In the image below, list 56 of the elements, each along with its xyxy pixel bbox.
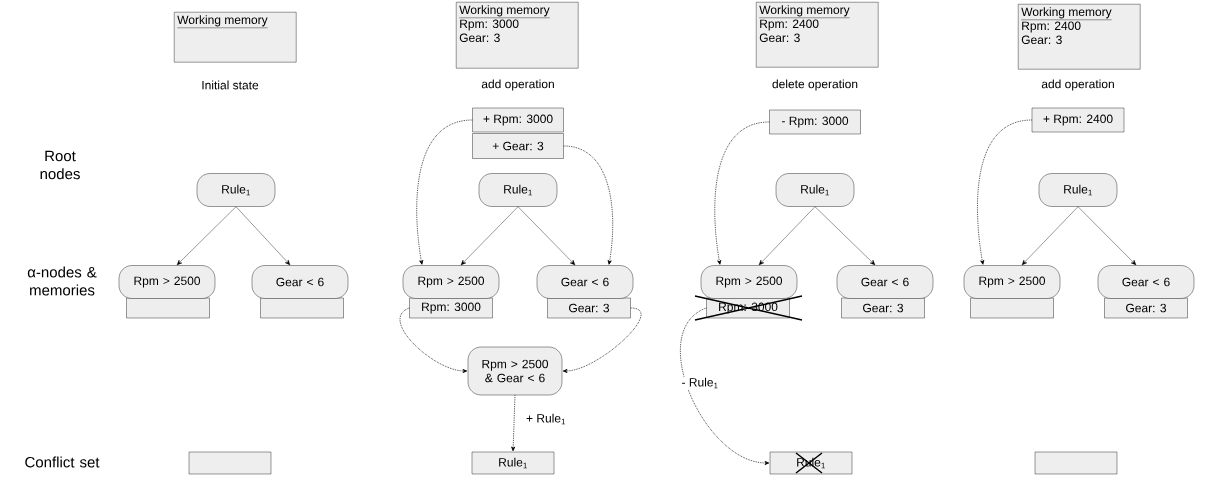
memory-box: Rpm: 3000 — [409, 297, 493, 319]
caption: add operation — [1041, 79, 1114, 91]
row-label: Conflict set — [25, 456, 100, 468]
box: + Gear: 3 — [472, 133, 564, 159]
row-label: α-nodes & memories — [27, 266, 97, 296]
rounded-node: Gear < 6 — [251, 265, 349, 299]
rounded-node: Rpm > 2500 — [700, 265, 798, 299]
arrow — [1077, 206, 1137, 266]
working-memory-box: Working memory Rpm: 2400 Gear: 3 — [1018, 4, 1141, 70]
memory-box: Gear: 3 — [841, 297, 925, 319]
working-memory-box: Working memory Rpm: 2400 Gear: 3 — [756, 2, 879, 68]
box — [1034, 451, 1118, 475]
rounded-node: Rpm > 2500 — [402, 265, 500, 299]
rounded-node: Rpm > 2500 — [963, 265, 1061, 299]
box: + Rpm: 2400 — [1031, 107, 1125, 133]
arrow — [176, 206, 237, 266]
arrow — [814, 206, 876, 266]
memory-box — [970, 297, 1054, 319]
arrow — [977, 119, 1033, 265]
edge-label: - Rule$_{1}$ — [680, 376, 720, 390]
rounded-node: Rpm > 2500 — [118, 265, 216, 299]
memory-box: Gear: 3 — [1104, 297, 1188, 319]
arrow — [517, 206, 576, 266]
arrow — [562, 307, 642, 373]
rounded-node: Gear < 6 — [836, 265, 934, 299]
arrow — [460, 206, 519, 266]
arrow — [563, 145, 614, 265]
box: - Rpm: 3000 — [769, 109, 861, 135]
row-label: Root nodes — [40, 150, 80, 180]
arrow — [1021, 206, 1079, 266]
arrow — [235, 206, 291, 266]
rounded-node: Rule$_{1}$ — [196, 173, 276, 207]
box: + Rpm: 3000 — [472, 107, 564, 133]
caption: Initial state — [202, 80, 259, 90]
arrow — [416, 119, 473, 265]
rounded-node: Rule$_{1}$ — [1038, 173, 1118, 207]
rounded-node: Rule$_{1}$ — [478, 173, 558, 207]
memory-box — [260, 297, 344, 319]
rounded-node: Rpm > 2500 & Gear < 6 — [467, 346, 563, 396]
arrow — [680, 307, 770, 465]
arrow — [714, 121, 770, 265]
memory-box — [126, 297, 210, 319]
box: Rule$_{1}$ — [471, 451, 555, 475]
working-memory-box: Working memory Rpm: 3000 Gear: 3 — [456, 2, 579, 69]
rounded-node: Gear < 6 — [536, 265, 634, 299]
working-memory-box: Working memory — [174, 12, 297, 63]
caption: add operation — [481, 79, 554, 91]
arrow — [511, 394, 516, 452]
arrow — [758, 206, 816, 266]
arrow — [399, 307, 468, 373]
box — [188, 451, 272, 475]
memory-box: Gear: 3 — [547, 297, 631, 319]
edge-label: + Rule$_{1}$ — [525, 412, 567, 426]
caption: delete operation — [772, 79, 858, 91]
rounded-node: Rule$_{1}$ — [775, 173, 855, 207]
rounded-node: Gear < 6 — [1097, 265, 1195, 299]
